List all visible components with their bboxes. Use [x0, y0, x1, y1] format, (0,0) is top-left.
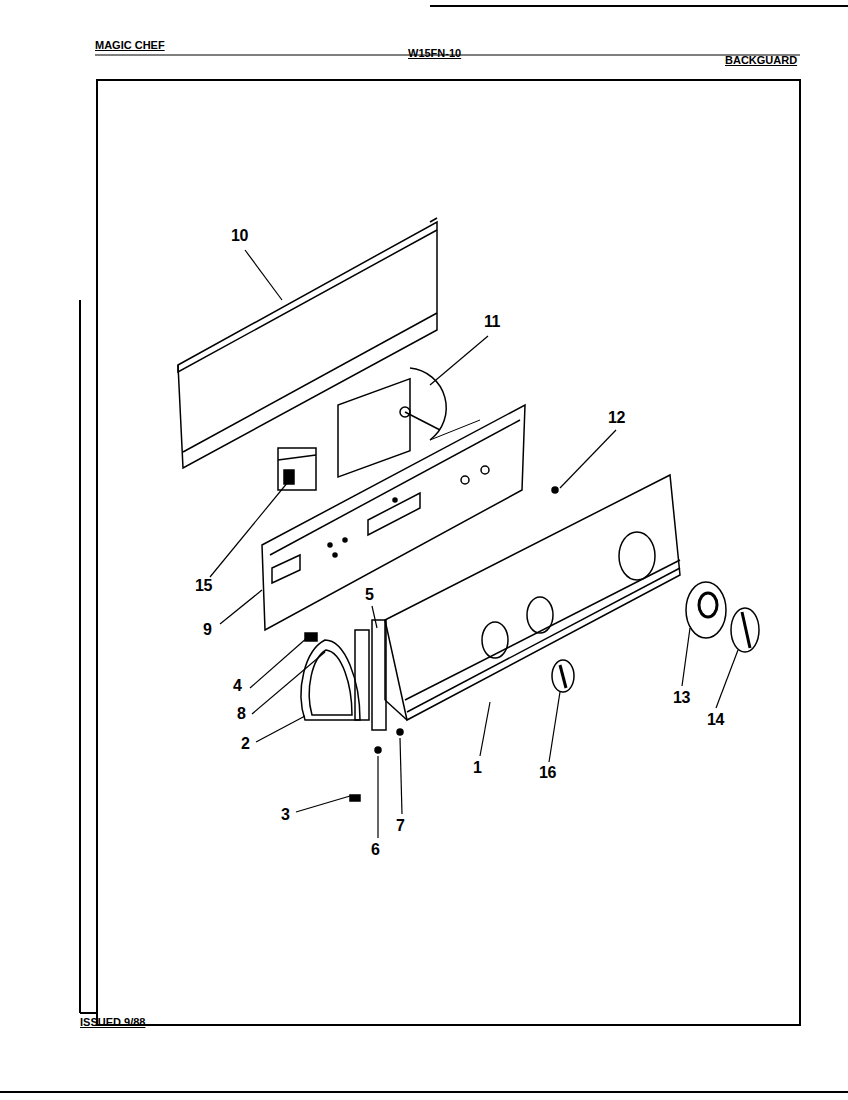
callout-number: 15 — [195, 578, 212, 594]
callout-number: 10 — [231, 228, 248, 244]
callout-number: 2 — [241, 736, 249, 752]
callout-number: 7 — [396, 818, 404, 834]
header-text: MAGIC CHEF — [95, 40, 165, 51]
callout-number: 8 — [237, 706, 245, 722]
callout-number: 13 — [673, 690, 690, 706]
callout-number: 9 — [203, 622, 211, 638]
callout-number: 6 — [371, 842, 379, 858]
indicator-bracket — [301, 620, 403, 801]
callout-number: 1 — [473, 760, 481, 776]
page-frame — [0, 6, 848, 1092]
callout-number: 16 — [539, 765, 556, 781]
callout-number: 4 — [233, 678, 241, 694]
timer — [338, 368, 480, 477]
callout-number: 3 — [281, 807, 289, 823]
callout-number: 14 — [707, 712, 724, 728]
callout-number: 11 — [484, 314, 500, 330]
switch — [278, 448, 316, 490]
header-text: W15FN-10 — [408, 48, 461, 59]
control-panel — [262, 405, 558, 630]
header-text: BACKGUARD — [725, 55, 797, 66]
issue-date: ISSUED 9/88 — [80, 1017, 145, 1028]
callout-number: 12 — [608, 410, 625, 426]
leader-lines — [210, 250, 738, 838]
backguard-panel — [385, 475, 680, 720]
top-panel — [178, 218, 437, 468]
callout-number: 5 — [365, 587, 373, 603]
